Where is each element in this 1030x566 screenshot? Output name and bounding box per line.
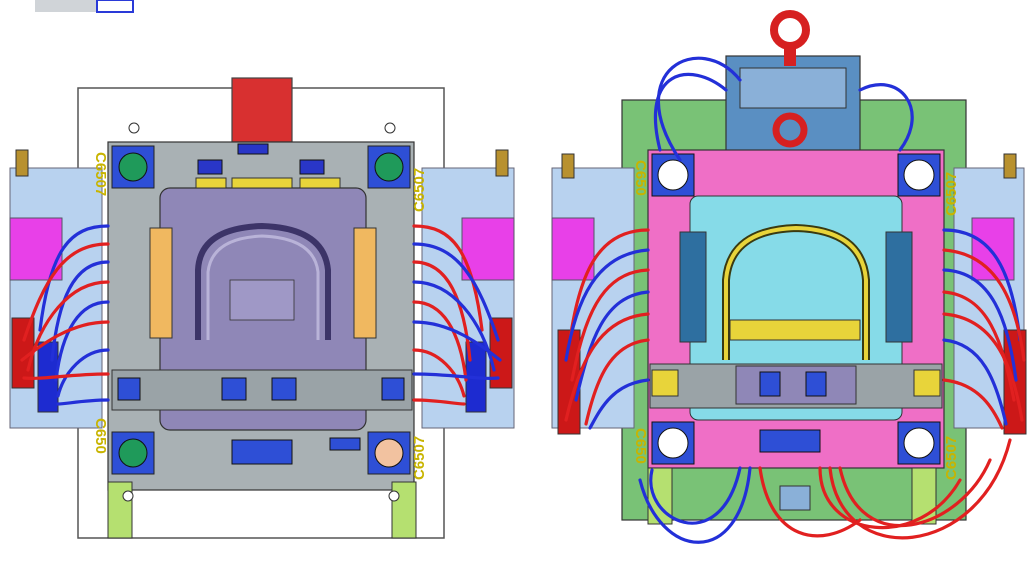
right-view-label-bottom-left: C650 — [632, 428, 649, 464]
right-view-label-top-right: C6507 — [943, 172, 960, 216]
right-mold-view: C650 C6507 C650 C6507 — [551, 10, 1027, 544]
right-view-label-bottom-right: C6507 — [943, 436, 960, 480]
right-view-label-top-left: C650 — [632, 160, 649, 196]
left-view-label-bottom-left: C650 — [92, 418, 109, 454]
left-view-label-top-left: C6507 — [92, 152, 109, 196]
left-view-label-bottom-right: C6507 — [411, 436, 428, 480]
left-view-label-top-right: C6507 — [411, 168, 428, 212]
corner-tab — [35, 0, 134, 13]
left-mold-view: C6507 C6507 C650 C6507 — [9, 77, 515, 539]
